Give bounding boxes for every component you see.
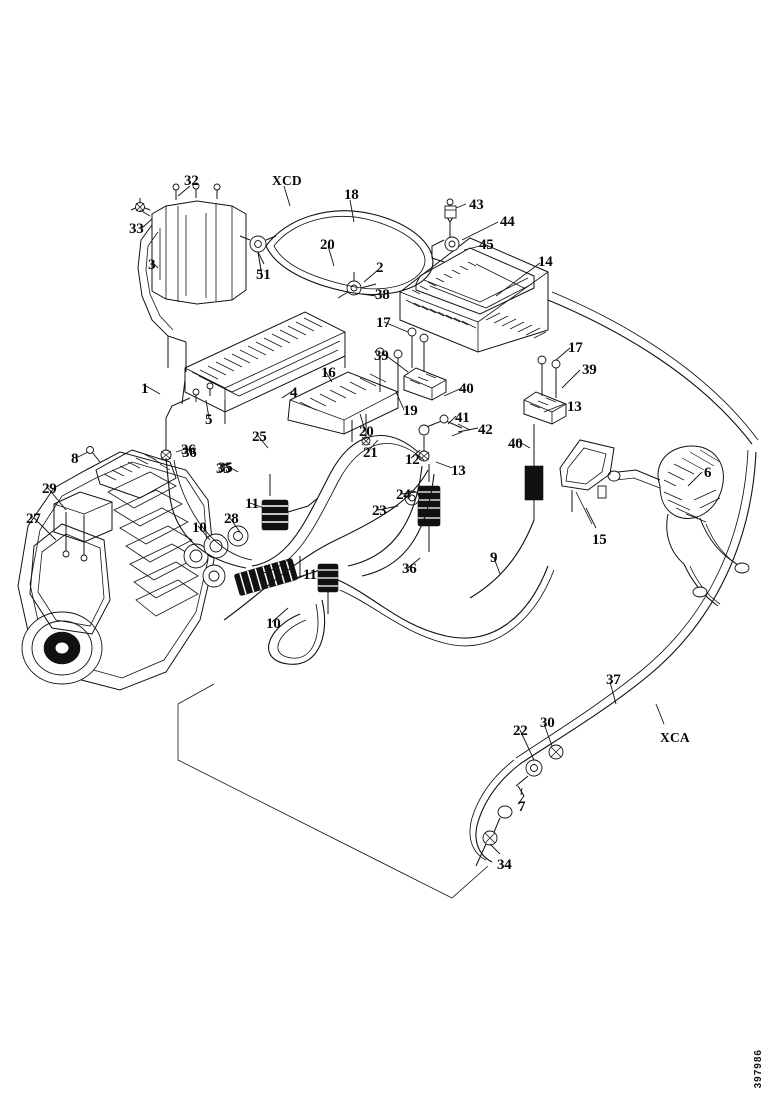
callout-6: 6 — [704, 465, 712, 481]
callout-43: 43 — [469, 197, 484, 213]
callout-19: 19 — [403, 403, 418, 419]
callout-37: 37 — [606, 672, 621, 688]
callout-24: 24 — [396, 487, 411, 503]
callout-xca: XCA — [660, 730, 690, 745]
callout-14: 14 — [538, 254, 553, 270]
callout-45: 45 — [479, 237, 494, 253]
callout-3: 3 — [148, 257, 156, 273]
callout-20: 20 — [320, 237, 335, 253]
callout-7: 7 — [518, 799, 526, 815]
callout-21: 21 — [363, 445, 378, 461]
callout-38: 38 — [375, 287, 390, 303]
callout-22: 22 — [513, 723, 528, 739]
callout-15: 15 — [592, 532, 607, 548]
drawing-number: 397986 — [753, 1048, 764, 1088]
callout-51: 51 — [256, 267, 271, 283]
callout-41: 41 — [455, 410, 470, 426]
callout-44: 44 — [500, 214, 515, 230]
callout-34: 34 — [497, 857, 512, 873]
hose-routing — [165, 210, 759, 863]
callout-xcd: XCD — [272, 173, 302, 188]
leader-lines — [33, 185, 703, 855]
pump-assembly-6 — [559, 439, 750, 607]
callout-12: 12 — [405, 452, 420, 468]
callout-4: 4 — [290, 385, 298, 401]
callout-23: 23 — [372, 503, 387, 519]
oil-cooler-core — [160, 311, 346, 461]
callout-36: 36 — [181, 442, 196, 458]
callout-29: 29 — [42, 481, 57, 497]
callout-33: 33 — [129, 221, 144, 237]
callout-10: 10 — [266, 616, 281, 632]
callout-11: 11 — [245, 496, 259, 512]
chassis-outline — [177, 683, 489, 899]
callout-8: 8 — [71, 451, 79, 467]
callout-32: 32 — [184, 173, 199, 189]
callout-10: 10 — [192, 520, 207, 536]
callout-25: 25 — [252, 429, 267, 445]
cooler-bracket-assembly — [287, 347, 403, 446]
callout-16: 16 — [321, 365, 336, 381]
callout-36: 36 — [402, 561, 417, 577]
callout-17: 17 — [376, 315, 391, 331]
callout-40: 40 — [459, 381, 474, 397]
callout-17: 17 — [568, 340, 583, 356]
callout-35: 35 — [216, 461, 231, 477]
callout-42: 42 — [478, 422, 493, 438]
callout-18: 18 — [344, 187, 359, 203]
callout-13: 13 — [451, 463, 466, 479]
left-panel-assembly — [130, 182, 277, 372]
callout-13: 13 — [567, 399, 582, 415]
callout-39: 39 — [374, 348, 389, 364]
lower-line-assembly — [475, 744, 564, 867]
callout-36: 36 — [182, 445, 197, 461]
callout-40: 40 — [508, 436, 523, 452]
callout-35: 35 — [218, 460, 233, 476]
callout-2: 2 — [376, 260, 384, 276]
hose-couplings — [234, 464, 441, 614]
callout-5: 5 — [205, 412, 213, 428]
main-radiator-core — [337, 198, 567, 520]
callout-28: 28 — [224, 511, 239, 527]
callout-9: 9 — [490, 550, 498, 566]
callout-39: 39 — [582, 362, 597, 378]
callout-30: 30 — [540, 715, 555, 731]
callout-1: 1 — [141, 381, 149, 397]
callout-20: 20 — [359, 424, 374, 440]
engine-assembly — [17, 446, 249, 691]
callout-27: 27 — [26, 511, 41, 527]
callout-11: 11 — [303, 567, 317, 583]
